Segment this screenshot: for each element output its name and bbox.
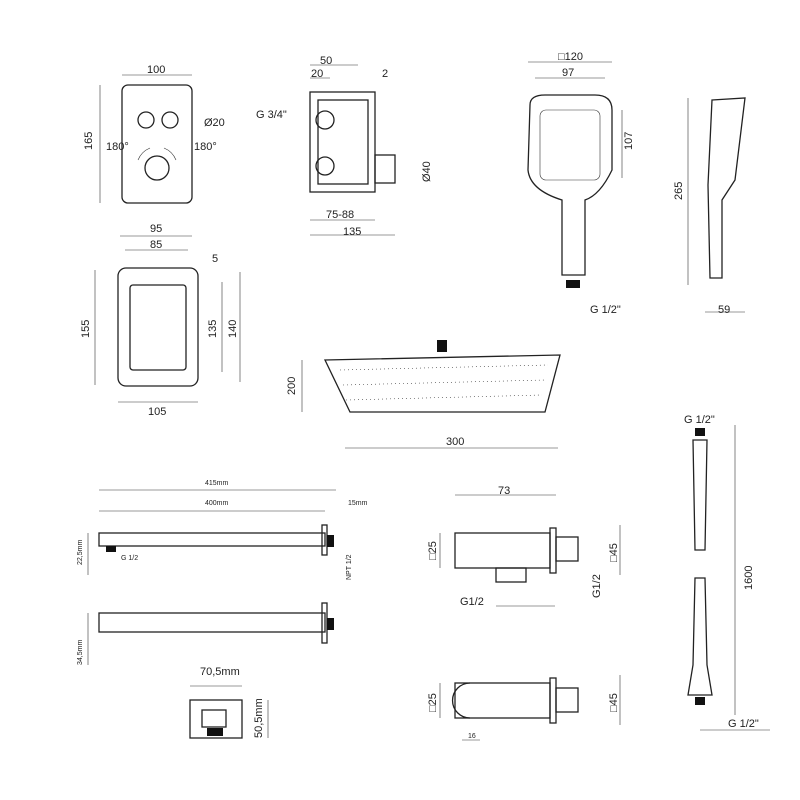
dim-outlet-sq-small-2: □25 [427, 693, 439, 712]
dim-panel-width: 100 [147, 64, 165, 76]
wall-outlet-drawing: 73 □25 □45 G1/2 G1/2 □25 □45 16 [427, 485, 621, 741]
label-arm-thread: G 1/2 [121, 555, 138, 562]
dim-arm-height-top: 22,5mm [77, 540, 84, 565]
dim-frame-margin: 5 [212, 253, 218, 265]
control-panel-drawing: 100 165 Ø20 180° 180° [83, 64, 225, 204]
dim-frame-inner-height: 135 [207, 320, 219, 338]
dim-flange-height: 50,5mm [253, 698, 265, 738]
dim-frame-outer-height: 155 [80, 320, 92, 338]
dim-head-height: 200 [286, 377, 298, 395]
label-rot-right: 180° [194, 141, 217, 153]
hand-shower-front-drawing: □120 97 107 G 1/2" [527, 51, 635, 316]
dim-hand-length: 265 [673, 182, 685, 200]
dim-box-depth: 50 [320, 55, 332, 67]
label-outlet-thread-side: G1/2 [591, 574, 603, 598]
dim-hand-depth: 59 [718, 304, 730, 316]
label-rot-left: 180° [106, 141, 129, 153]
label-hand-thread: G 1/2" [590, 304, 621, 316]
dim-frame-outer-width: 95 [150, 223, 162, 235]
mixing-box-drawing: 50 20 2 G 3/4" Ø40 75-88 135 [256, 55, 433, 238]
label-hose-thread-top: G 1/2" [684, 414, 715, 426]
dim-face-width: 97 [562, 67, 574, 79]
dim-outlet-dia: Ø40 [421, 161, 433, 182]
label-hose-thread-bottom: G 1/2" [728, 718, 759, 730]
dim-outlet-length: 73 [498, 485, 510, 497]
hand-shower-side-drawing: 265 59 [673, 97, 746, 316]
dim-frame-mid-height: 140 [227, 320, 239, 338]
dim-frame-bottom-width: 105 [148, 406, 166, 418]
dim-box-plate: 2 [382, 68, 388, 80]
rain-shower-head-drawing: 200 300 [286, 340, 561, 449]
dim-arm-length: 400mm [205, 500, 229, 507]
shower-arm-drawing: 415mm 400mm 15mm 22,5mm G 1/2 NPT 1/2 34… [77, 480, 368, 739]
dim-arm-total: 415mm [205, 480, 229, 487]
dim-face-height: 107 [623, 132, 635, 150]
dim-arm-flange: 15mm [348, 500, 368, 507]
shower-hose-drawing: G 1/2" 1600 G 1/2" [684, 414, 770, 731]
dim-frame-inner-width: 85 [150, 239, 162, 251]
label-arm-npt: NPT 1/2 [346, 554, 353, 580]
dim-arm-height-side: 34,5mm [77, 640, 84, 665]
dim-head-width: 300 [446, 436, 464, 448]
dim-button-dia: Ø20 [204, 117, 225, 129]
dim-outlet-offset: 16 [468, 733, 476, 740]
dim-outlet-sq-small: □25 [427, 541, 439, 560]
dim-outlet-sq-big-2: □45 [608, 693, 620, 712]
label-outlet-thread-bottom: G1/2 [460, 596, 484, 608]
dim-flange-width: 70,5mm [200, 666, 240, 678]
dim-box-offset: 20 [311, 68, 323, 80]
dim-panel-height: 165 [83, 132, 95, 150]
dim-install-depth: 75-88 [326, 209, 354, 221]
label-box-inlet: G 3/4" [256, 109, 287, 121]
mounting-frame-drawing: 95 85 5 155 135 140 105 [80, 223, 241, 418]
dim-box-height: 135 [343, 226, 361, 238]
dim-hose-length: 1600 [743, 566, 755, 590]
dim-face-size: □120 [558, 51, 583, 63]
dim-outlet-sq-big: □45 [608, 543, 620, 562]
